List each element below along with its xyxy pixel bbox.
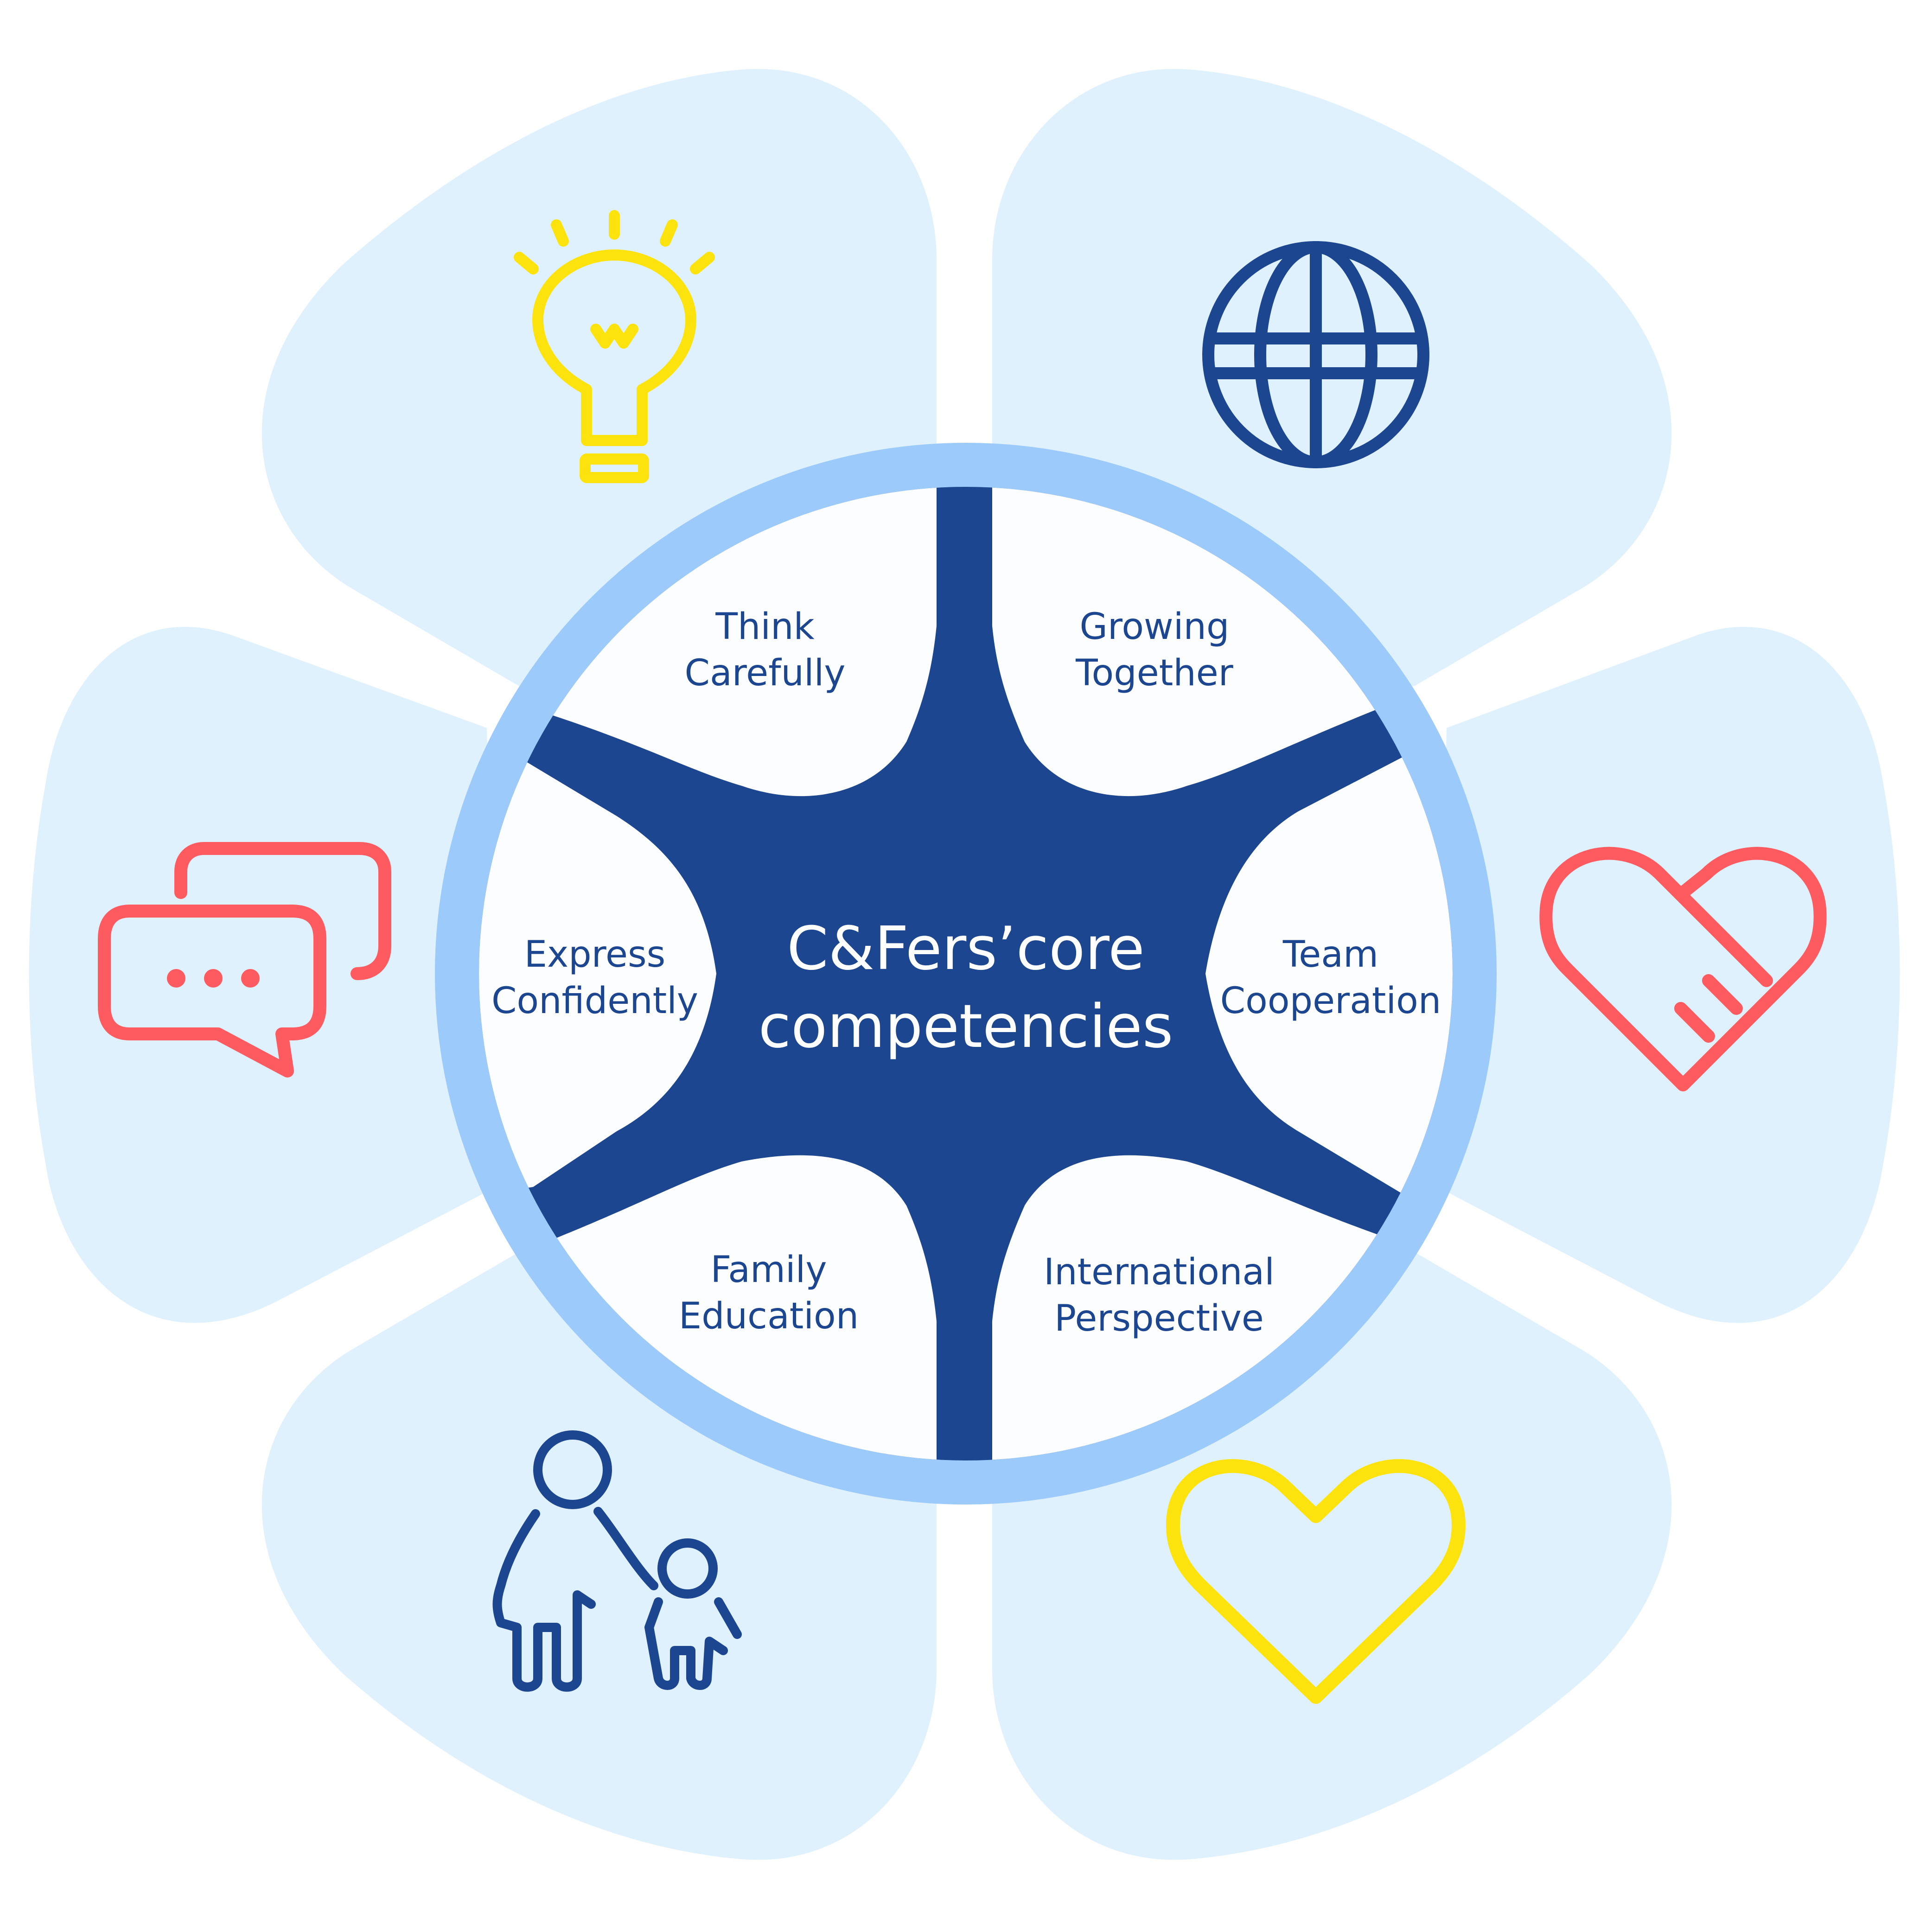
label-express-confidently-2: Confidently xyxy=(491,980,698,1022)
label-family-education-2: Education xyxy=(679,1295,859,1337)
label-growing-together-1: Growing xyxy=(1080,606,1230,648)
label-team-cooperation-2: Cooperation xyxy=(1220,980,1441,1022)
label-think-carefully-1: Think xyxy=(715,606,814,648)
petal-right xyxy=(1437,626,1900,1323)
speech-dots-icon xyxy=(167,969,260,988)
lightbulb-icon xyxy=(514,210,715,483)
center-title-line1: C&Fers’core xyxy=(787,914,1145,983)
label-think-carefully-2: Carefully xyxy=(684,652,845,694)
label-team-cooperation-1: Team xyxy=(1282,934,1378,976)
label-growing-together-2: Together xyxy=(1075,652,1234,694)
label-express-confidently-1: Express xyxy=(524,934,666,976)
label-international-perspective-1: International xyxy=(1044,1251,1275,1293)
heart-icon xyxy=(1166,1459,1466,1704)
speech-bubbles-icon xyxy=(98,842,391,1078)
parent-child-icon xyxy=(492,1430,742,1692)
petal-left xyxy=(29,626,496,1323)
center-title-line2: competencies xyxy=(759,992,1173,1061)
label-family-education-1: Family xyxy=(711,1249,827,1291)
handshake-heart-icon xyxy=(1539,847,1827,1091)
globe-icon xyxy=(1202,241,1429,468)
label-international-perspective-2: Perspective xyxy=(1054,1298,1264,1339)
